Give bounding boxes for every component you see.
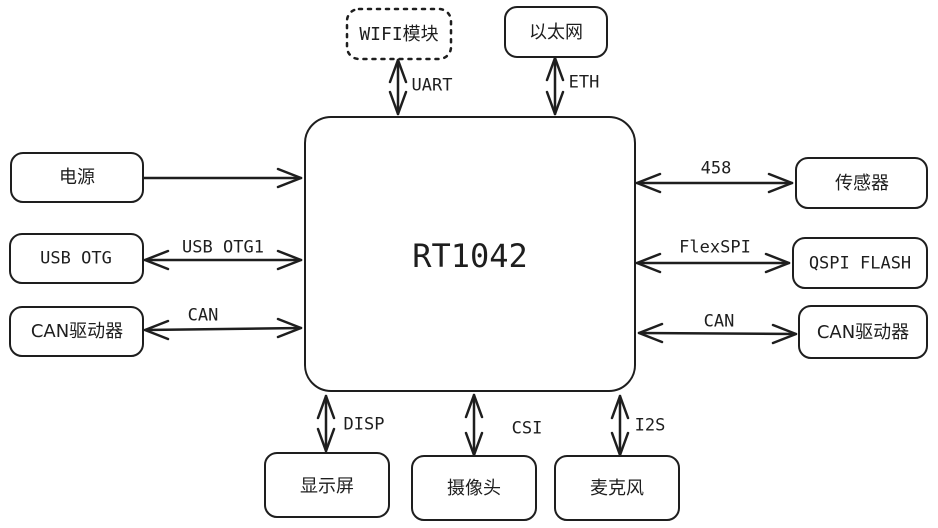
node-can-right-label: CAN驱动器: [816, 322, 910, 343]
node-can-left-label: CAN驱动器: [30, 321, 124, 342]
edge-uart-label: UART: [411, 75, 453, 96]
edge-can-right-arrow: [637, 322, 798, 345]
edge-i2s-label: I2S: [634, 415, 666, 436]
node-microphone-label: 麦克风: [590, 478, 644, 499]
node-can-left-box: [9, 306, 144, 357]
edge-power-arrow: [142, 167, 303, 189]
edge-csi-arrow: [464, 393, 484, 457]
node-power-label: 电源: [59, 167, 95, 188]
node-sensor-label: 传感器: [835, 173, 889, 194]
node-rt1042-box: [304, 116, 636, 392]
node-sensor-box: [795, 157, 928, 209]
node-display-box: [264, 452, 390, 518]
node-wifi-box: [345, 7, 453, 61]
node-microphone-box: [554, 455, 680, 521]
edge-usb-otg1-arrow: [143, 249, 303, 271]
node-ethernet-label: 以太网: [529, 22, 583, 43]
edge-i2s-arrow: [610, 394, 630, 457]
edge-can-left-label: CAN: [187, 305, 219, 326]
edge-usb-otg1-label: USB OTG1: [180, 237, 266, 258]
edge-disp-label: DISP: [343, 414, 385, 435]
edge-uart-arrow: [388, 58, 408, 116]
node-qspi-flash-box: [792, 237, 928, 289]
edge-flexspi-label: FlexSPI: [677, 237, 753, 258]
edge-flexspi-arrow: [635, 252, 791, 274]
edge-eth-label: ETH: [568, 72, 600, 93]
node-qspi-flash-label: QSPI FLASH: [808, 253, 912, 274]
node-usb-otg-box: [9, 233, 144, 284]
node-camera-label: 摄像头: [447, 478, 501, 499]
node-rt1042-label: RT1042: [412, 237, 528, 275]
edge-csi-label: CSI: [511, 418, 543, 439]
edge-458-arrow: [635, 172, 794, 194]
edge-can-right-label: CAN: [703, 311, 735, 332]
node-display-label: 显示屏: [300, 476, 354, 497]
node-wifi-label: WIFI模块: [359, 24, 439, 45]
edge-disp-arrow: [316, 394, 336, 453]
node-ethernet-box: [504, 6, 608, 58]
edge-458-label: 458: [700, 158, 732, 179]
edge-can-left-arrow: [143, 317, 303, 341]
node-usb-otg-label: USB OTG: [40, 248, 112, 269]
edge-eth-arrow: [545, 56, 565, 116]
node-can-right-box: [798, 305, 928, 359]
